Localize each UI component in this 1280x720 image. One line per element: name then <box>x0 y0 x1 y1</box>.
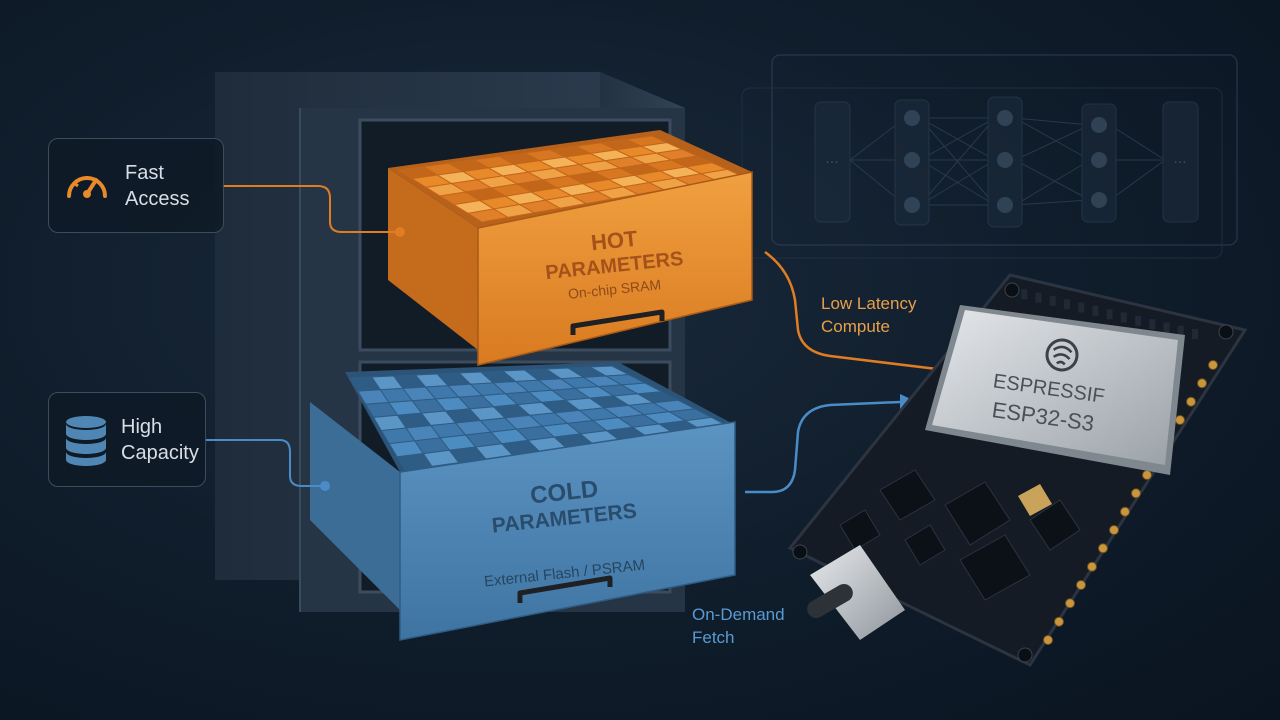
neural-network-diagram: ... ... <box>742 55 1237 258</box>
header-pin <box>1132 489 1141 498</box>
header-pin <box>1176 416 1185 425</box>
fast-access-label: Fast Access <box>125 160 189 212</box>
header-pin <box>1110 526 1119 535</box>
hot-title-line1: HOT <box>590 226 639 256</box>
antenna-trace <box>1092 306 1098 316</box>
high-capacity-callout: High Capacity <box>48 392 206 487</box>
speedometer-icon <box>63 162 111 210</box>
mounting-hole <box>1219 325 1233 339</box>
header-pin <box>1121 507 1130 516</box>
mounting-hole <box>1018 648 1032 662</box>
header-pin <box>1187 397 1196 406</box>
mounting-hole <box>1005 283 1019 297</box>
antenna-trace <box>1107 309 1113 319</box>
header-pin <box>1209 361 1218 370</box>
fast-access-connector-dot <box>395 227 405 237</box>
header-pin <box>1143 471 1152 480</box>
antenna-trace <box>1192 329 1198 339</box>
antenna-trace <box>1050 296 1056 306</box>
header-pin <box>1066 599 1075 608</box>
mounting-hole <box>793 545 807 559</box>
high-capacity-connector-dot <box>320 481 330 491</box>
antenna-trace <box>1078 303 1084 313</box>
antenna-trace <box>1021 289 1027 299</box>
header-pin <box>1055 617 1064 626</box>
header-pin <box>1088 562 1097 571</box>
database-icon <box>63 414 109 466</box>
network-left-ellipsis: ... <box>825 150 838 167</box>
on-demand-label: On-Demand Fetch <box>692 603 785 649</box>
header-pin <box>1044 636 1053 645</box>
antenna-trace <box>1164 322 1170 332</box>
low-latency-label: Low Latency Compute <box>821 292 916 338</box>
antenna-trace <box>1036 293 1042 303</box>
header-pin <box>1198 379 1207 388</box>
high-capacity-label: High Capacity <box>121 414 199 466</box>
fast-access-callout: Fast Access <box>48 138 224 233</box>
network-right-ellipsis: ... <box>1173 150 1186 167</box>
antenna-trace <box>1064 299 1070 309</box>
antenna-trace <box>1149 319 1155 329</box>
header-pin <box>1077 581 1086 590</box>
antenna-trace <box>1121 313 1127 323</box>
antenna-trace <box>1135 316 1141 326</box>
header-pin <box>1099 544 1108 553</box>
